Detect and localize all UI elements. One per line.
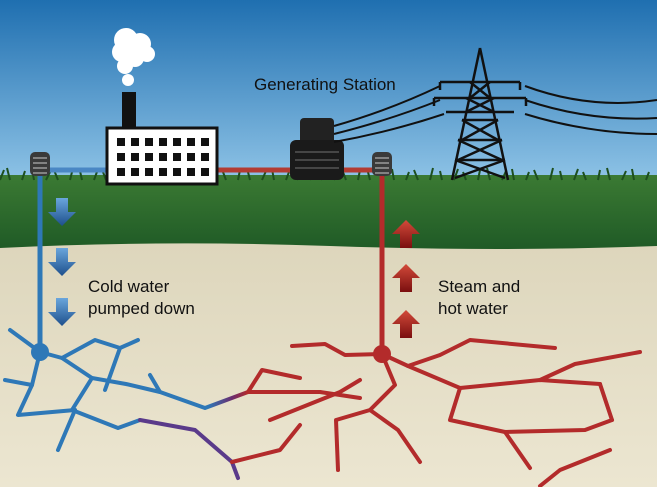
down-arrow-icon <box>48 248 76 276</box>
cold-water-label: Cold water pumped down <box>88 276 195 320</box>
transmission-tower <box>432 47 528 181</box>
steam-label: Steam and hot water <box>438 276 520 320</box>
link-fracture-2 <box>138 418 240 480</box>
cold-wellhead <box>30 152 50 176</box>
generating-station-building <box>105 28 219 186</box>
power-lines <box>333 85 657 143</box>
up-arrow-icon <box>392 220 420 248</box>
up-arrow-icon <box>392 310 420 338</box>
link-fracture <box>158 390 322 410</box>
injection-well-node <box>31 343 49 361</box>
hot-up-arrows <box>392 220 420 338</box>
turbine-generator <box>290 118 344 180</box>
hot-wellhead <box>372 152 392 176</box>
down-arrow-icon <box>48 298 76 326</box>
cold-water-label-line: pumped down <box>88 299 195 318</box>
steam-label-line: hot water <box>438 299 508 318</box>
generating-station-label: Generating Station <box>254 75 396 94</box>
steam-label-line: Steam and <box>438 277 521 296</box>
fracture-network <box>3 328 642 487</box>
cold-water-label-line: Cold water <box>88 277 170 296</box>
hot-fractures <box>230 338 642 487</box>
cold-down-arrows <box>48 198 76 326</box>
smoke-cloud <box>112 28 155 86</box>
up-arrow-icon <box>392 264 420 292</box>
down-arrow-icon <box>48 198 76 226</box>
production-well-node <box>373 345 391 363</box>
grass-band <box>0 175 657 250</box>
